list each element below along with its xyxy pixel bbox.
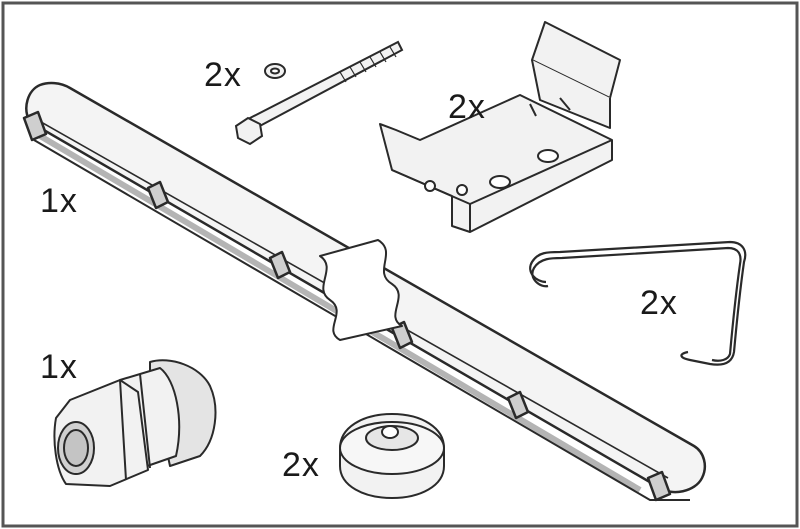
screw-quantity-label: 2x [204, 56, 242, 94]
screw-drawing [234, 40, 404, 146]
cable-gland-drawing [53, 359, 217, 487]
end-cap-drawing [339, 412, 445, 500]
mounting-bracket-drawing [379, 21, 621, 233]
wire-clip-drawing [529, 240, 747, 366]
luminaire-drawing [22, 81, 706, 502]
end-cap-quantity-label: 2x [282, 446, 320, 484]
luminaire-quantity-label: 1x [40, 182, 78, 220]
wire-clip-quantity-label: 2x [640, 284, 678, 322]
cable-gland-quantity-label: 1x [40, 348, 78, 386]
bracket-quantity-label: 2x [448, 88, 486, 126]
